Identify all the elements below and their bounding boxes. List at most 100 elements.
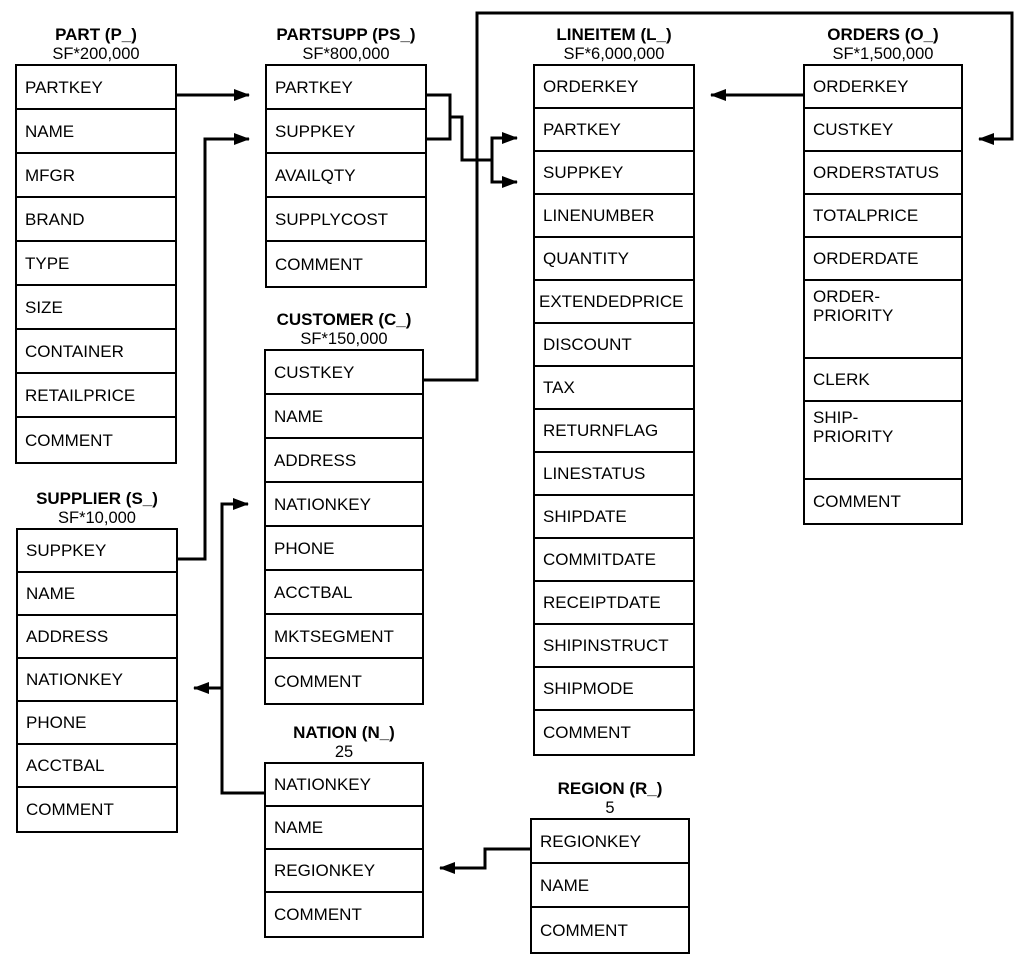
entity-title: PART (P_) — [55, 25, 137, 44]
entity-field: REGIONKEY — [266, 850, 422, 893]
entity-title: PARTSUPP (PS_) — [276, 25, 416, 44]
entity-field: COMMENT — [805, 480, 961, 523]
entity-field-label: REGIONKEY — [274, 861, 376, 880]
entity-title: NATION (N_) — [293, 723, 395, 742]
entity-field-label: TYPE — [25, 253, 70, 273]
wire-nation-customer — [220, 498, 264, 795]
entity-field: SHIP-PRIORITY — [805, 402, 961, 480]
entity-field-label: BRAND — [25, 209, 85, 229]
entity-field-label: CONTAINER — [25, 341, 124, 361]
entity-field-label: ACCTBAL — [274, 582, 353, 602]
entity-field: PARTKEY — [535, 109, 693, 152]
entity-field: NATIONKEY — [266, 764, 422, 807]
entity-field: NATIONKEY — [266, 483, 422, 527]
entity-field-label: SIZE — [25, 297, 63, 317]
entity-title: REGION (R_) — [557, 779, 663, 798]
entity-field: COMMENT — [17, 418, 175, 462]
entity-field-label: NAME — [274, 818, 324, 837]
entity-field: SHIPDATE — [535, 496, 693, 539]
entity-field-label: RETURNFLAG — [543, 421, 659, 440]
wire-partsupp-merge — [450, 115, 492, 162]
entity-field: ADDRESS — [266, 439, 422, 483]
entity-field: SUPPKEY — [18, 530, 176, 573]
entity-field: COMMENT — [266, 659, 422, 703]
entity-field: LINENUMBER — [535, 195, 693, 238]
entity-field-label: RETAILPRICE — [25, 385, 136, 405]
entity-field-label: PHONE — [274, 538, 335, 558]
entity-field: NAME — [17, 110, 175, 154]
entity-field: LINESTATUS — [535, 453, 693, 496]
wire-supplier-partsupp — [178, 133, 250, 561]
entity-field: TYPE — [17, 242, 175, 286]
entity-field: MKTSEGMENT — [266, 615, 422, 659]
entity-field-label: COMMITDATE — [543, 550, 657, 569]
entity-field-label: COMMENT — [26, 800, 114, 819]
entity-field-label: MKTSEGMENT — [274, 626, 394, 646]
entity-field-label: NAME — [25, 121, 75, 141]
entity-field-label: SHIP- — [813, 408, 859, 427]
entity-cardinality: 25 — [334, 743, 354, 761]
entity-field: CUSTKEY — [266, 351, 422, 395]
entity-field-label: LINESTATUS — [543, 464, 646, 483]
entity-field-label: ORDERDATE — [813, 249, 919, 268]
entity-field-label: NATIONKEY — [26, 670, 123, 689]
entity-title: SUPPLIER (S_) — [36, 489, 158, 508]
entity-field: TAX — [535, 367, 693, 410]
entity-field-label: PHONE — [26, 713, 87, 732]
entity-field: COMMITDATE — [535, 539, 693, 582]
entity-field: SIZE — [17, 286, 175, 330]
entity-field-label: COMMENT — [275, 254, 363, 274]
entity-field: NAME — [266, 395, 422, 439]
entity-field: RECEIPTDATE — [535, 582, 693, 625]
entity-field-label: ACCTBAL — [26, 756, 105, 775]
entity-field-label: RECEIPTDATE — [543, 593, 661, 612]
entity-field-label: CLERK — [813, 370, 870, 389]
entity-title: CUSTOMER (C_) — [276, 310, 412, 329]
entity-field-label: SHIPINSTRUCT — [543, 636, 669, 655]
entity-field-label: PRIORITY — [813, 427, 894, 446]
entity-field-label: ADDRESS — [274, 450, 357, 470]
entity-field: RETAILPRICE — [17, 374, 175, 418]
entity-field: ORDERKEY — [535, 66, 693, 109]
entity-field: CLERK — [805, 359, 961, 402]
entity-field-label: SUPPKEY — [275, 121, 356, 141]
entity-field: ADDRESS — [18, 616, 176, 659]
entity-field-label: TOTALPRICE — [813, 206, 919, 225]
entity-field-label: NATIONKEY — [274, 775, 371, 794]
entity-field-label: SUPPLYCOST — [275, 209, 389, 229]
entity-field: NAME — [18, 573, 176, 616]
entity-field: AVAILQTY — [267, 154, 425, 198]
entity-field-label: PARTKEY — [543, 120, 621, 139]
entity-field-label: NAME — [540, 875, 590, 895]
wire-partsupp-bracket — [427, 93, 452, 141]
entity-field-label: REGIONKEY — [540, 831, 642, 851]
entity-field-label: COMMENT — [274, 671, 362, 691]
entity-field: ORDERKEY — [805, 66, 961, 109]
entity-field: EXTENDEDPRICE — [535, 281, 693, 324]
entity-field-label: PARTKEY — [275, 77, 353, 97]
entity-field-label: TAX — [543, 378, 575, 397]
entity-field: NAME — [266, 807, 422, 850]
entity-field-label: ORDERKEY — [813, 77, 909, 96]
entity-field-label: SUPPKEY — [543, 163, 624, 182]
entity-field-label: EXTENDEDPRICE — [539, 292, 684, 311]
entity-field: REGIONKEY — [532, 820, 688, 864]
entity-field-label: COMMENT — [813, 492, 901, 511]
entity-field: SUPPLYCOST — [267, 198, 425, 242]
entity-field-label: ORDER- — [813, 287, 881, 306]
entity-field: BRAND — [17, 198, 175, 242]
entity-field-list: PARTKEY SUPPKEY AVAILQTY SUPPLYCOST COMMENT — [265, 64, 427, 288]
entity-title: ORDERS (O_) — [827, 25, 939, 44]
entity-field: ACCTBAL — [266, 571, 422, 615]
entity-cardinality: SF*10,000 — [58, 509, 136, 527]
entity-field: TOTALPRICE — [805, 195, 961, 238]
